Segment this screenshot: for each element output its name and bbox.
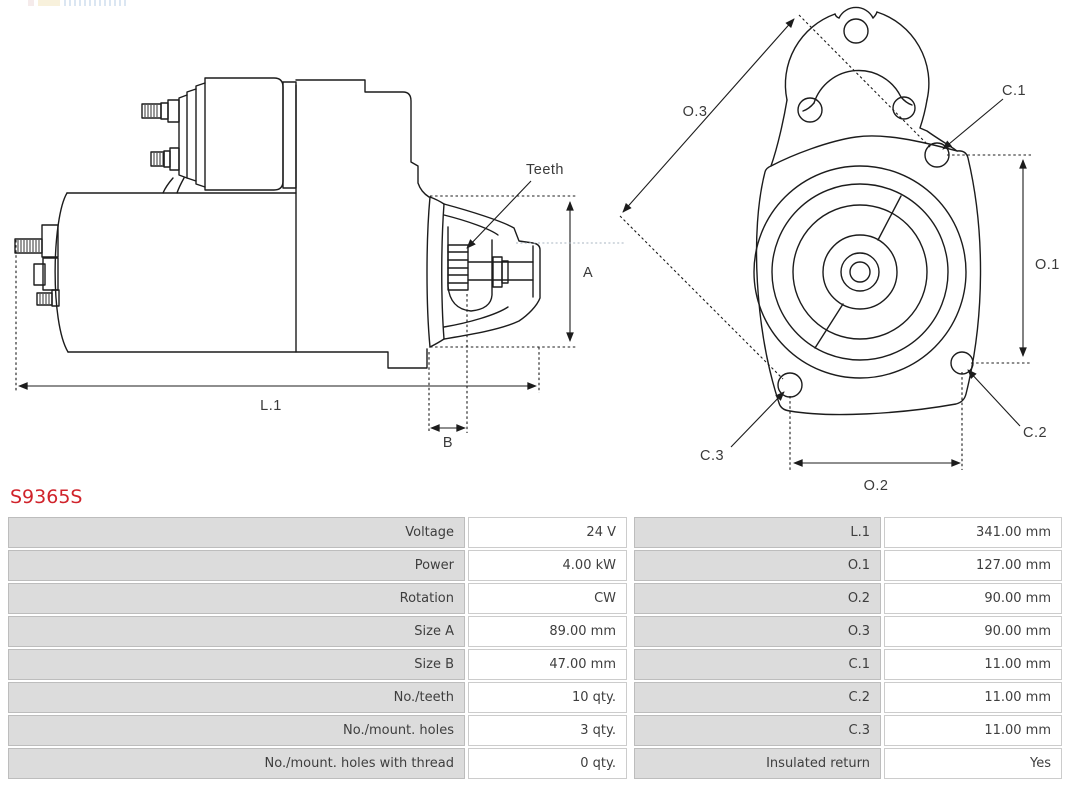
spec-row-power: Power 4.00 kW O.1 127.00 mm (8, 550, 1062, 581)
dim-label-a: A (583, 265, 593, 281)
logo-fragment-yellow (38, 0, 60, 6)
spec-value: Yes (884, 748, 1062, 779)
dim-label-l1: L.1 (260, 398, 282, 414)
spec-value: 341.00 mm (884, 517, 1062, 548)
spec-label: Size A (8, 616, 465, 647)
dim-label-c1: C.1 (1002, 83, 1026, 99)
dim-label-o1: O.1 (1035, 257, 1060, 273)
starter-motor-technical-drawing: Teeth A L.1 B (14, 6, 1060, 494)
spec-label: C.2 (634, 682, 881, 713)
dim-label-c2: C.2 (1023, 425, 1047, 441)
spec-value: CW (468, 583, 627, 614)
spec-value: 11.00 mm (884, 649, 1062, 680)
spec-row-mount-holes-thread: No./mount. holes with thread 0 qty. Insu… (8, 748, 1062, 779)
spec-label: O.1 (634, 550, 881, 581)
side-view-outline (14, 77, 541, 369)
spec-row-rotation: Rotation CW O.2 90.00 mm (8, 583, 1062, 614)
spec-label: No./mount. holes with thread (8, 748, 465, 779)
spec-row-size-a: Size A 89.00 mm O.3 90.00 mm (8, 616, 1062, 647)
cropped-logo-fragment (28, 0, 126, 6)
spec-row-voltage: Voltage 24 V L.1 341.00 mm (8, 517, 1062, 548)
spec-value: 11.00 mm (884, 715, 1062, 746)
dim-label-c3: C.3 (700, 448, 724, 464)
spec-value: 24 V (468, 517, 627, 548)
dim-label-o2: O.2 (864, 478, 889, 494)
spec-label: Size B (8, 649, 465, 680)
spec-value: 90.00 mm (884, 616, 1062, 647)
spec-label: Power (8, 550, 465, 581)
spec-row-mount-holes: No./mount. holes 3 qty. C.3 11.00 mm (8, 715, 1062, 746)
logo-fragment-pink (28, 0, 34, 6)
spec-row-size-b: Size B 47.00 mm C.1 11.00 mm (8, 649, 1062, 680)
spec-value: 90.00 mm (884, 583, 1062, 614)
part-number: S9365S (10, 486, 83, 508)
dim-label-b: B (443, 435, 453, 451)
side-view-dimensions (15, 180, 625, 433)
spec-value: 4.00 kW (468, 550, 627, 581)
spec-value: 0 qty. (468, 748, 627, 779)
front-view-outline (753, 6, 982, 416)
spec-label: O.3 (634, 616, 881, 647)
spec-label: No./mount. holes (8, 715, 465, 746)
spec-value: 10 qty. (468, 682, 627, 713)
front-view-dimensions (619, 14, 1031, 470)
thread-hatching (17, 105, 164, 304)
spec-label: No./teeth (8, 682, 465, 713)
spec-value: 89.00 mm (468, 616, 627, 647)
spec-label: O.2 (634, 583, 881, 614)
spec-value: 47.00 mm (468, 649, 627, 680)
spec-label: Insulated return (634, 748, 881, 779)
dim-label-o3: O.3 (683, 104, 708, 120)
spec-table: Voltage 24 V L.1 341.00 mm Power 4.00 kW… (8, 517, 1062, 781)
spec-label: L.1 (634, 517, 881, 548)
spec-row-teeth: No./teeth 10 qty. C.2 11.00 mm (8, 682, 1062, 713)
spec-label: C.1 (634, 649, 881, 680)
spec-label: C.3 (634, 715, 881, 746)
spec-value: 3 qty. (468, 715, 627, 746)
teeth-label: Teeth (526, 162, 564, 178)
spec-label: Voltage (8, 517, 465, 548)
spec-value: 127.00 mm (884, 550, 1062, 581)
logo-fragment-blue-dots (64, 0, 126, 6)
spec-value: 11.00 mm (884, 682, 1062, 713)
spec-label: Rotation (8, 583, 465, 614)
